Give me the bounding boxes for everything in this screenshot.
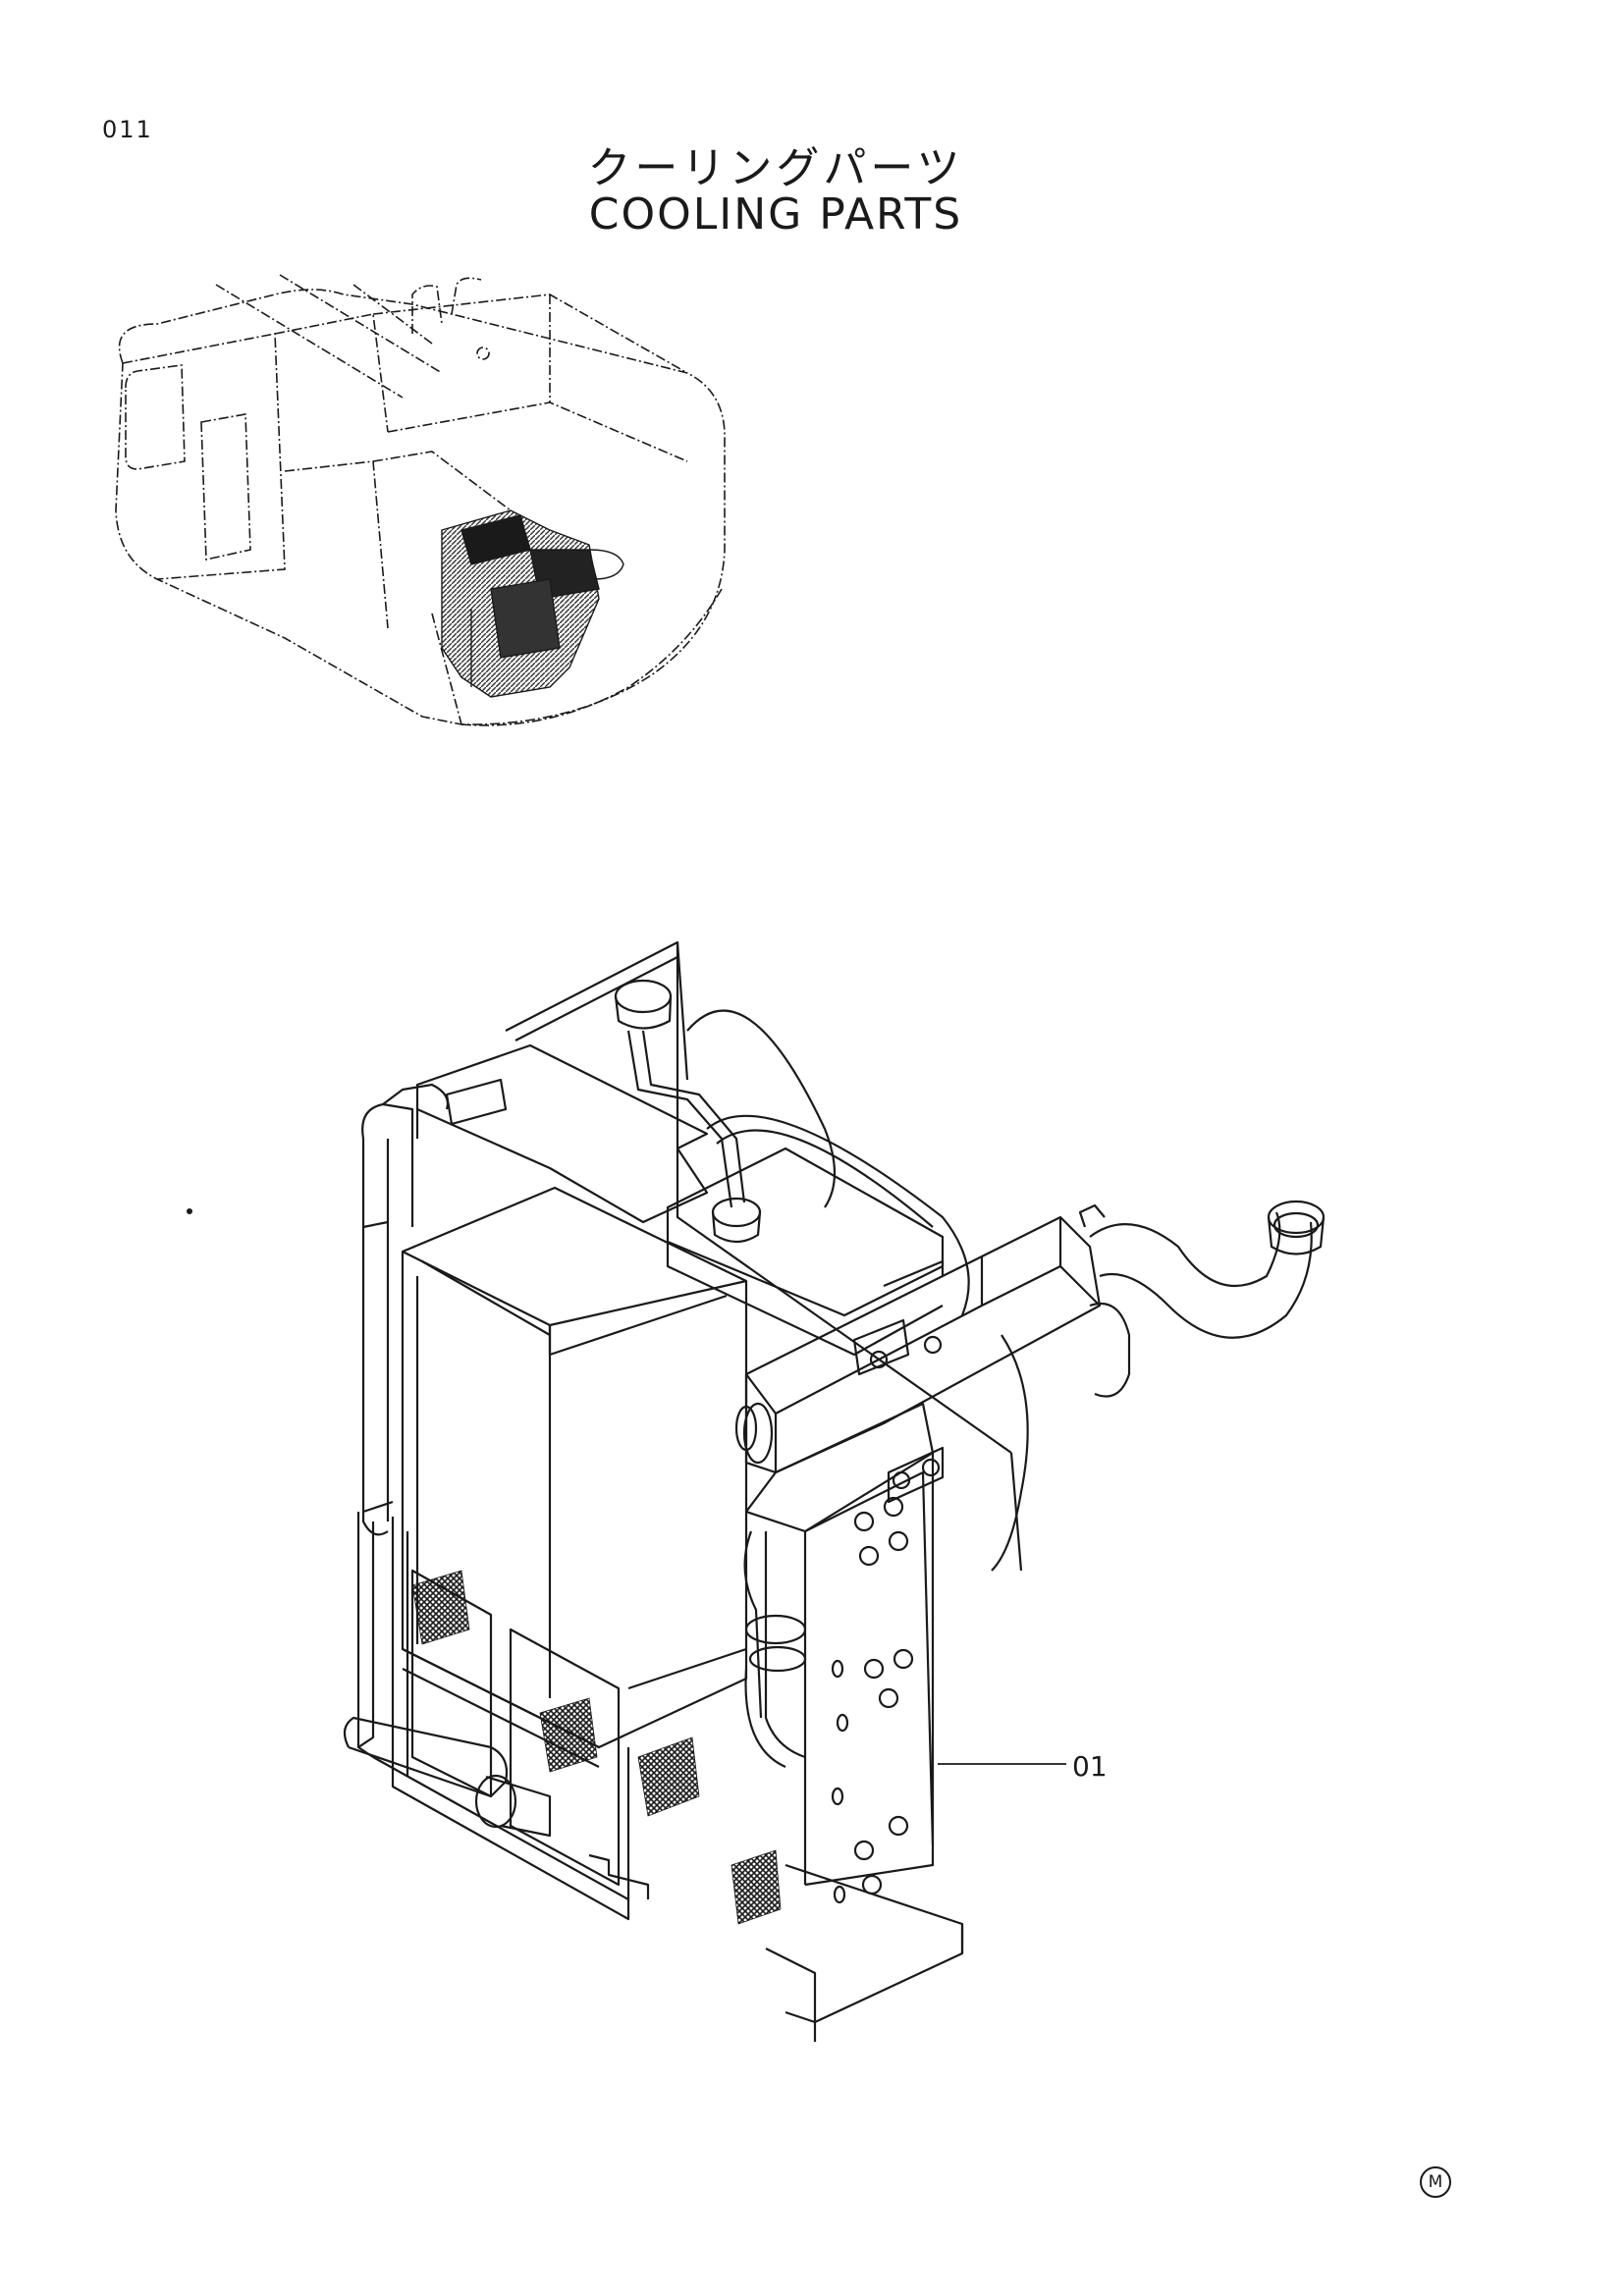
radiator-assembly-icon (343, 940, 1326, 2042)
circled-m-icon: M (1420, 2166, 1451, 2198)
page-title-japanese: クーリングパーツ (587, 143, 964, 193)
page-title-english: COOLING PARTS (588, 189, 963, 240)
highlighted-cooling-unit (441, 509, 624, 698)
callout-label-01: 01 (1072, 1750, 1108, 1783)
radiator-mesh (411, 1570, 782, 1925)
page-number: 011 (102, 116, 153, 143)
excavator-locator-icon (115, 274, 726, 726)
